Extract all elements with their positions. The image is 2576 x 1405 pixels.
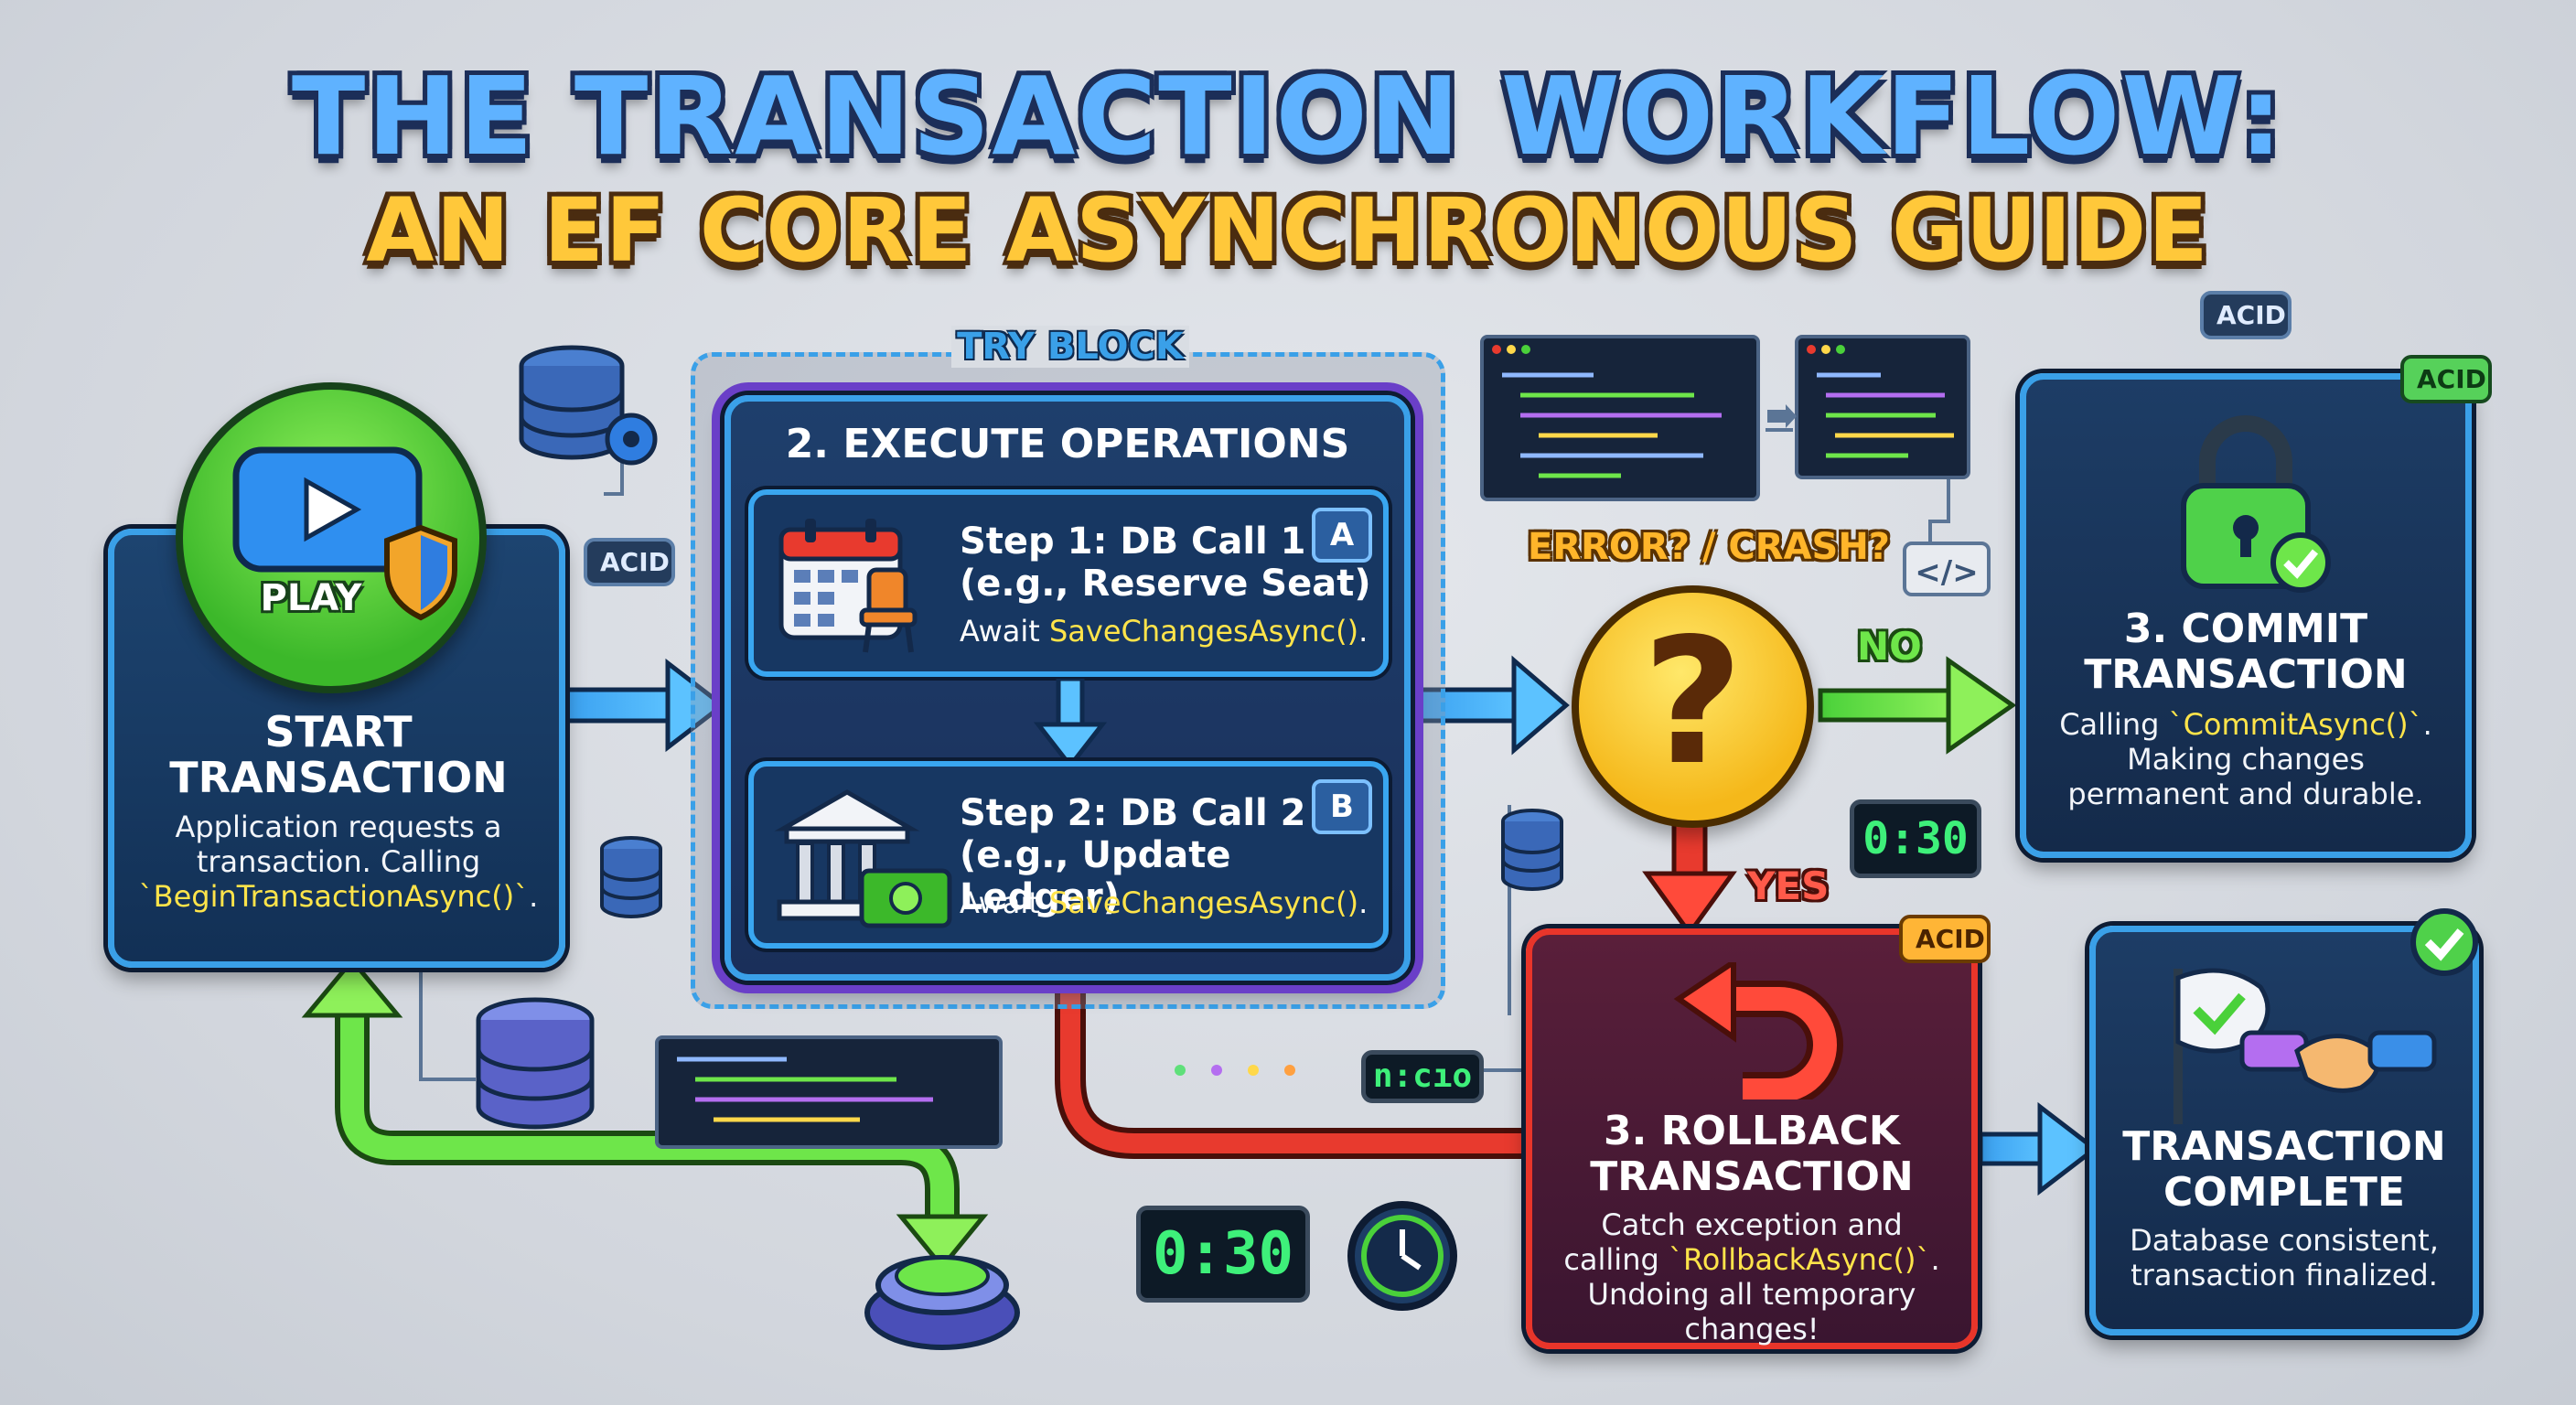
transaction-complete-panel: TRANSACTION COMPLETE Database consistent… (2089, 926, 2479, 1335)
step-2-await: Await SaveChangesAsync(). (960, 885, 1368, 920)
commit-transaction-desc: Calling `CommitAsync()`. Making changes … (2059, 707, 2432, 811)
yes-label: YES (1747, 863, 1830, 908)
rollback-transaction-panel: 3. ROLLBACK TRANSACTION Catch exception … (1526, 928, 1978, 1349)
arrow-small-icon (1767, 404, 1797, 428)
arrow-loop-back-to-start (301, 957, 989, 1271)
code-window-bottom (655, 1035, 1003, 1149)
arrow-start-to-try (560, 658, 727, 753)
code-tag-box: </> (1903, 542, 1991, 596)
start-transaction-title: START TRANSACTION (169, 707, 508, 802)
no-label: NO (1857, 624, 1922, 669)
step-1-card: Step 1: DB Call 1 (e.g., Reserve Seat) A… (748, 489, 1389, 677)
code-window-top-right (1795, 335, 1970, 479)
try-block-label: TRY BLOCK (951, 326, 1189, 368)
rollback-transaction-title: 3. ROLLBACK TRANSACTION (1590, 1108, 1914, 1200)
clock-icon (1347, 1201, 1457, 1311)
calendar-chair-icon (778, 519, 918, 653)
database-small-icon (600, 836, 662, 918)
commit-transaction-panel: 3. COMMIT TRANSACTION Calling `CommitAsy… (2020, 373, 2472, 858)
title-line-2: AN EF CORE ASYNCHRONOUS GUIDE (366, 179, 2210, 282)
code-lines-icon (1807, 345, 1954, 458)
acid-badge-start: ACID (584, 538, 675, 586)
database-button-icon (864, 1255, 1020, 1350)
timer-display-middle: n:cıo (1361, 1050, 1484, 1103)
step-2-title: Step 2: DB Call 2 (e.g., Update Ledger) (960, 792, 1306, 918)
database-mini-icon (1501, 809, 1563, 891)
step-1-letter: A (1312, 508, 1372, 563)
title-line-1: THE TRANSACTION WORKFLOW: (291, 53, 2285, 179)
rollback-transaction-desc: Catch exception and calling `RollbackAsy… (1563, 1207, 1940, 1346)
acid-badge-top: ACID (2200, 291, 2292, 339)
play-button[interactable]: PLAY (176, 382, 487, 693)
check-circle-icon (2410, 908, 2478, 976)
database-gear-icon (519, 345, 658, 466)
acid-badge-rollback: ACID (1899, 915, 1991, 963)
arrow-no-to-commit (1818, 656, 2017, 755)
step-1-await: Await SaveChangesAsync(). (960, 614, 1368, 649)
arrow-try-to-decision (1411, 655, 1570, 756)
step-1-title: Step 1: DB Call 1 (e.g., Reserve Seat) (960, 520, 1371, 605)
execute-operations-title: 2. EXECUTE OPERATIONS (785, 421, 1350, 467)
code-lines-icon (677, 1056, 933, 1122)
arrow-step1-to-step2 (1034, 679, 1107, 770)
acid-badge-commit: ACID (2400, 355, 2492, 403)
step-2-card: Step 2: DB Call 2 (e.g., Update Ledger) … (748, 761, 1389, 949)
transaction-complete-desc: Database consistent, transaction finaliz… (2130, 1223, 2439, 1292)
start-transaction-desc: Application requests a transaction. Call… (138, 810, 539, 914)
database-stack-icon (476, 997, 595, 1130)
play-icon (232, 446, 423, 573)
commit-transaction-title: 3. COMMIT TRANSACTION (2084, 606, 2408, 698)
timer-display-right: 0:30 (1850, 799, 1981, 878)
decision-question-label: ERROR? / CRASH? (1528, 526, 1890, 568)
question-mark-icon: ? (1642, 601, 1744, 803)
decision-circle: ? (1572, 585, 1814, 828)
play-label: PLAY (260, 577, 362, 619)
lock-check-icon (2181, 415, 2331, 593)
undo-arrow-icon (1673, 962, 1843, 1099)
transaction-complete-title: TRANSACTION COMPLETE (2122, 1123, 2446, 1216)
start-transaction-panel: START TRANSACTION Application requests a… (108, 529, 565, 968)
arrow-rollback-to-complete (1978, 1101, 2099, 1196)
flag-handshake-icon (2174, 968, 2437, 1124)
shield-icon (384, 524, 457, 621)
step-2-letter: B (1312, 779, 1372, 834)
bank-money-icon (774, 789, 952, 928)
code-window-top-left (1480, 335, 1760, 501)
timer-display-bottom: 0:30 (1136, 1206, 1310, 1303)
code-lines-icon (1492, 345, 1722, 478)
